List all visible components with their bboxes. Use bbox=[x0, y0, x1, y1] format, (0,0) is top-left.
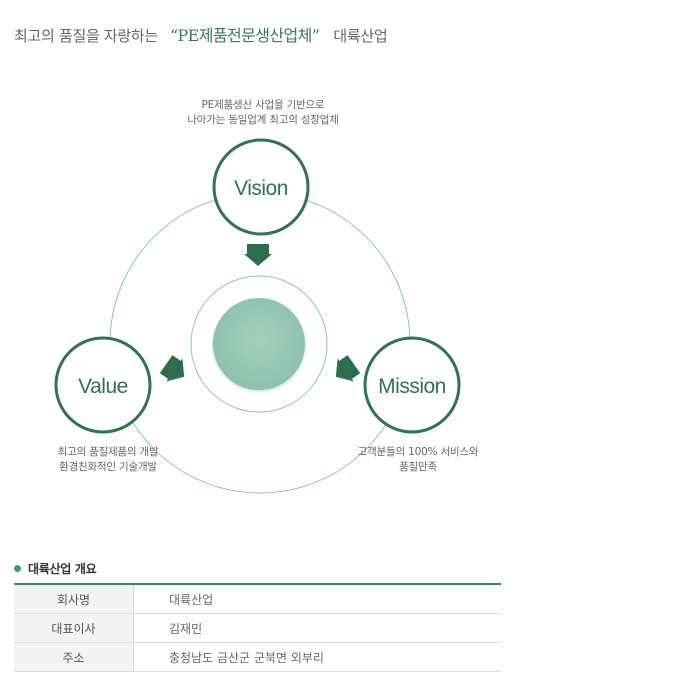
headline-quote: “PE제품전문생산업체” bbox=[169, 26, 320, 45]
arrow-down-icon bbox=[244, 244, 272, 266]
mission-caption-line: 고객분들의 100% 서비스와 bbox=[357, 446, 479, 458]
overview-table: 회사명 대륙산업 대표이사 김재민 주소 충청남도 금산군 군북면 외부리 bbox=[14, 583, 501, 672]
overview-title-text: 대륙산업 개요 bbox=[28, 562, 97, 576]
vision-label: Vision bbox=[234, 177, 288, 200]
row-value: 대륙산업 bbox=[133, 584, 501, 614]
value-caption-line: 최고의 품질제품의 개발 bbox=[57, 446, 159, 458]
mission-label: Mission bbox=[378, 375, 446, 398]
mission-caption: 고객분들의 100% 서비스와 품질만족 bbox=[318, 445, 518, 475]
headline-company: 대륙산업 bbox=[333, 27, 388, 45]
mission-node: Mission bbox=[363, 336, 461, 434]
value-node: Value bbox=[54, 336, 152, 434]
value-label: Value bbox=[78, 375, 128, 398]
row-label: 주소 bbox=[14, 642, 134, 672]
row-label: 대표이사 bbox=[14, 613, 134, 643]
row-label: 회사명 bbox=[14, 584, 134, 614]
vision-node: Vision bbox=[212, 138, 310, 236]
row-value: 김재민 bbox=[133, 613, 501, 643]
overview-title: 대륙산업 개요 bbox=[14, 560, 97, 577]
mission-caption-line: 품질만족 bbox=[399, 461, 437, 473]
value-caption: 최고의 품질제품의 개발 환경친화적인 기술개발 bbox=[8, 445, 208, 475]
core-circle bbox=[213, 298, 305, 390]
vision-caption-line: PE제품생산 사업을 기반으로 bbox=[201, 99, 325, 111]
vision-caption: PE제품생산 사업을 기반으로 나아가는 동일업계 최고의 성장업체 bbox=[163, 98, 363, 128]
table-row: 회사명 대륙산업 bbox=[14, 584, 501, 614]
vision-value-mission-diagram: Vision Value Mission bbox=[54, 138, 461, 494]
table-row: 주소 충청남도 금산군 군북면 외부리 bbox=[14, 642, 501, 672]
arrow-right-icon bbox=[159, 355, 185, 382]
table-row: 대표이사 김재민 bbox=[14, 613, 501, 643]
arrow-left-icon bbox=[335, 355, 361, 382]
page-headline: 최고의 품질을 자랑하는 “PE제품전문생산업체” 대륙산업 bbox=[14, 22, 388, 46]
value-caption-line: 환경친화적인 기술개발 bbox=[59, 461, 157, 473]
bullet-icon bbox=[14, 565, 21, 572]
row-value: 충청남도 금산군 군북면 외부리 bbox=[133, 642, 501, 672]
vision-caption-line: 나아가는 동일업계 최고의 성장업체 bbox=[187, 114, 339, 126]
headline-prefix: 최고의 품질을 자랑하는 bbox=[14, 27, 158, 45]
